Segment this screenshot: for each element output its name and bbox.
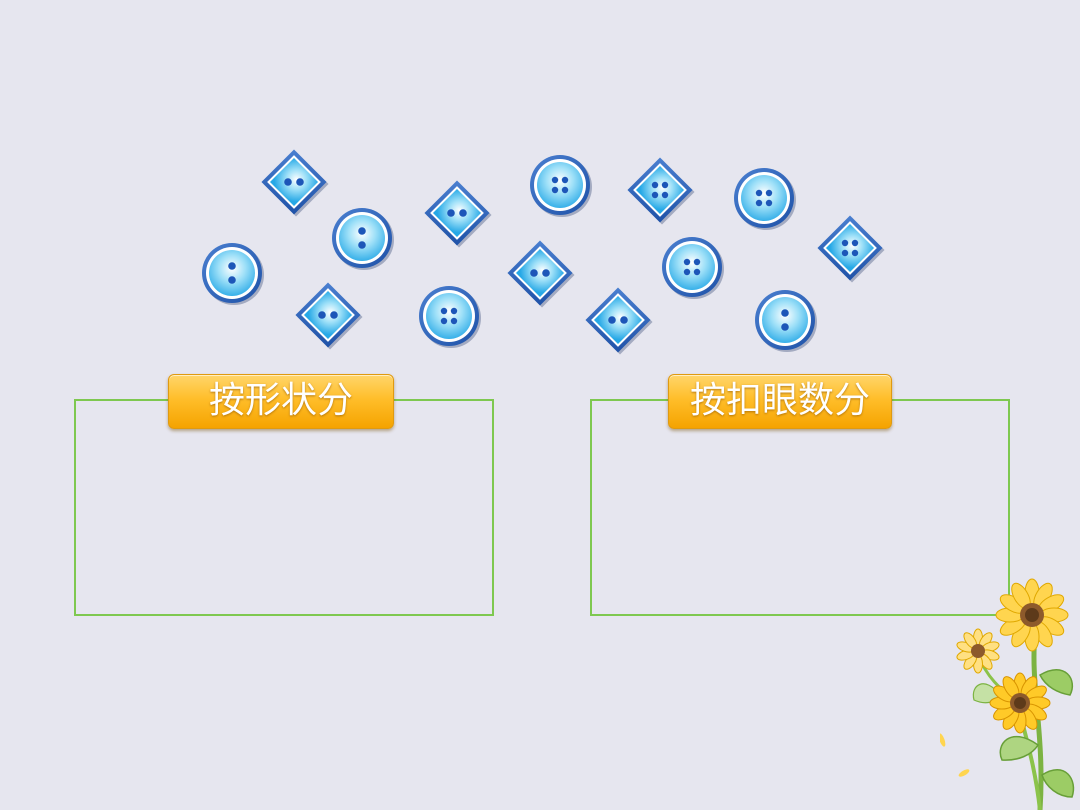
diamond-button-2-holes[interactable] xyxy=(507,240,575,308)
button-hole xyxy=(608,316,616,324)
button-hole xyxy=(551,176,559,184)
round-button-4-holes[interactable] xyxy=(419,286,481,348)
button-hole xyxy=(781,309,789,317)
button-hole xyxy=(296,178,304,186)
button-hole xyxy=(542,269,550,277)
diamond-button-2-holes[interactable] xyxy=(261,149,329,217)
diamond-button-4-holes[interactable] xyxy=(817,215,885,283)
button-hole xyxy=(450,317,458,325)
button-hole xyxy=(661,181,669,189)
button-hole xyxy=(765,199,773,207)
round-button-2-holes[interactable] xyxy=(332,208,394,270)
button-hole xyxy=(318,311,326,319)
round-button-4-holes[interactable] xyxy=(734,168,796,230)
button-hole xyxy=(228,276,236,284)
diamond-button-2-holes[interactable] xyxy=(295,282,363,350)
button-hole xyxy=(765,189,773,197)
button-hole xyxy=(284,178,292,186)
button-hole xyxy=(651,181,659,189)
button-hole xyxy=(683,258,691,266)
button-hole xyxy=(781,323,789,331)
button-hole xyxy=(851,239,859,247)
button-hole xyxy=(755,199,763,207)
button-hole xyxy=(530,269,538,277)
round-button-2-holes[interactable] xyxy=(202,243,264,305)
button-hole xyxy=(755,189,763,197)
button-hole xyxy=(330,311,338,319)
diamond-button-4-holes[interactable] xyxy=(627,157,695,225)
button-hole xyxy=(459,209,467,217)
button-hole xyxy=(358,227,366,235)
diamond-button-2-holes[interactable] xyxy=(424,180,492,248)
button-hole xyxy=(561,176,569,184)
sort-by-holes-label[interactable]: 按扣眼数分 xyxy=(668,374,892,429)
button-hole xyxy=(661,191,669,199)
button-hole xyxy=(358,241,366,249)
round-button-4-holes[interactable] xyxy=(662,237,724,299)
button-hole xyxy=(841,249,849,257)
button-hole xyxy=(683,268,691,276)
button-hole xyxy=(450,307,458,315)
sunflower-icon xyxy=(940,578,1075,810)
button-hole xyxy=(620,316,628,324)
diamond-button-2-holes[interactable] xyxy=(585,287,653,355)
button-hole xyxy=(551,186,559,194)
sort-by-shape-label[interactable]: 按形状分 xyxy=(168,374,394,429)
round-button-2-holes[interactable] xyxy=(755,290,817,352)
round-button-4-holes[interactable] xyxy=(530,155,592,217)
sewing-buttons-group xyxy=(202,149,885,355)
button-hole xyxy=(228,262,236,270)
button-hole xyxy=(561,186,569,194)
shape-sort-area[interactable] xyxy=(74,399,494,616)
button-hole xyxy=(851,249,859,257)
button-hole xyxy=(693,268,701,276)
button-hole xyxy=(693,258,701,266)
button-hole xyxy=(447,209,455,217)
button-hole xyxy=(440,317,448,325)
button-hole xyxy=(841,239,849,247)
button-hole xyxy=(651,191,659,199)
button-hole xyxy=(440,307,448,315)
